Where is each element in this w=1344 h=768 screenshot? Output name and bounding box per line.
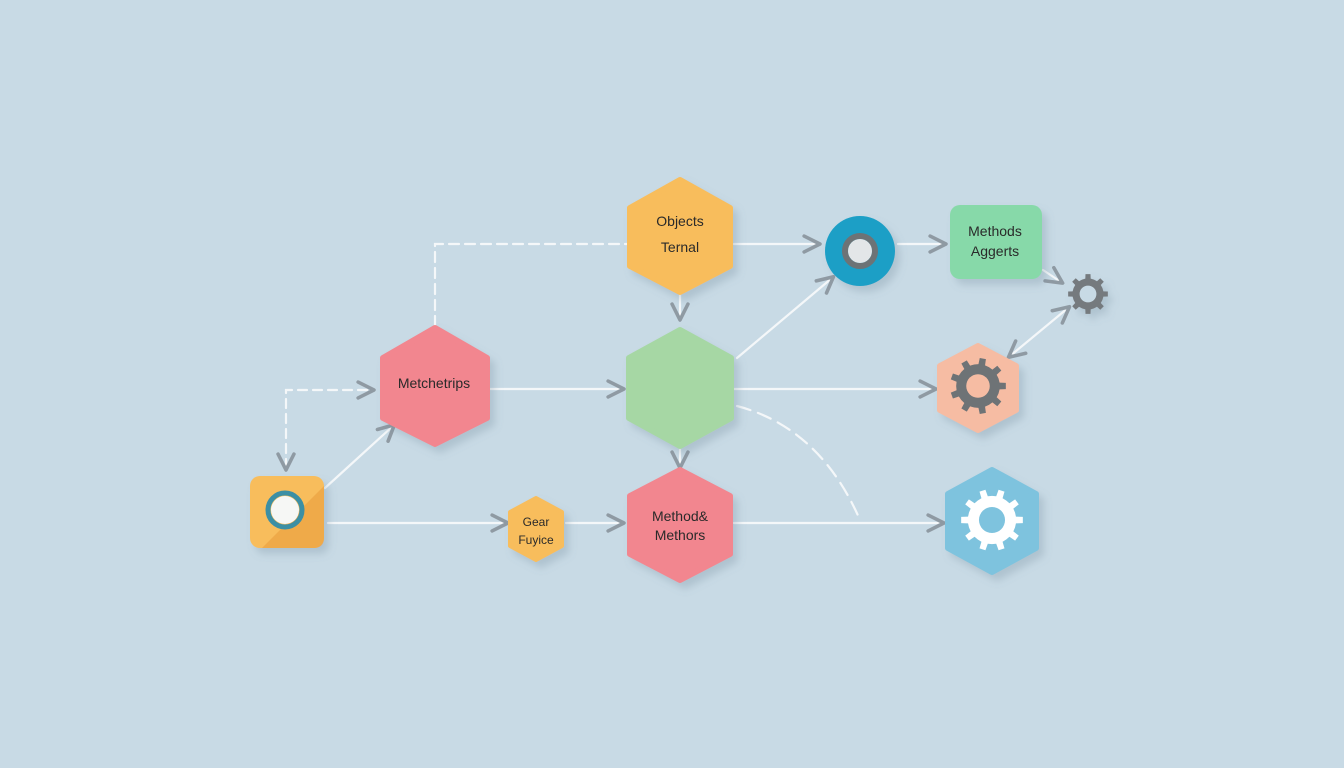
connector-smallgear-peach xyxy=(1006,304,1072,360)
gear-hole xyxy=(1079,285,1097,303)
objects-label-line2: Ternal xyxy=(661,239,699,255)
connector-start-metchetrips-elbow xyxy=(276,380,376,472)
connector-start-metchetrips-diagonal xyxy=(323,422,397,490)
objects-label-line1: Objects xyxy=(656,213,703,229)
connector-center-curve xyxy=(735,404,862,522)
gear-fuyice-node[interactable] xyxy=(508,496,564,562)
ring-icon xyxy=(842,233,878,269)
metchetrips-node[interactable] xyxy=(380,325,490,447)
connector-center-teal xyxy=(735,274,836,360)
gear-icon xyxy=(961,489,1023,551)
methods-aggerts-label-line2: Aggerts xyxy=(971,243,1019,259)
connector-methods-smallgear xyxy=(1041,265,1065,285)
method-node[interactable] xyxy=(627,467,733,583)
gear-fuyice-label-line2: Fuyice xyxy=(518,533,554,547)
method-label-line2: Methors xyxy=(655,527,706,543)
methods-aggerts-label-line1: Methods xyxy=(968,223,1022,239)
center-node[interactable] xyxy=(626,327,734,449)
gear-hole xyxy=(978,506,1006,534)
small-gear-node[interactable] xyxy=(1068,274,1108,314)
gear-icon xyxy=(1068,274,1108,314)
method-label-line1: Method& xyxy=(652,508,709,524)
metchetrips-label: Metchetrips xyxy=(398,375,470,391)
connector-metchetrips-objects xyxy=(433,242,630,328)
gear-icon xyxy=(950,358,1006,414)
objects-node[interactable] xyxy=(627,177,733,295)
gear-fuyice-label-line1: Gear xyxy=(523,515,550,529)
methods-aggerts-node[interactable] xyxy=(950,205,1042,279)
gear-hole xyxy=(966,374,990,398)
ring-icon xyxy=(265,490,305,530)
connectors xyxy=(276,234,1072,533)
